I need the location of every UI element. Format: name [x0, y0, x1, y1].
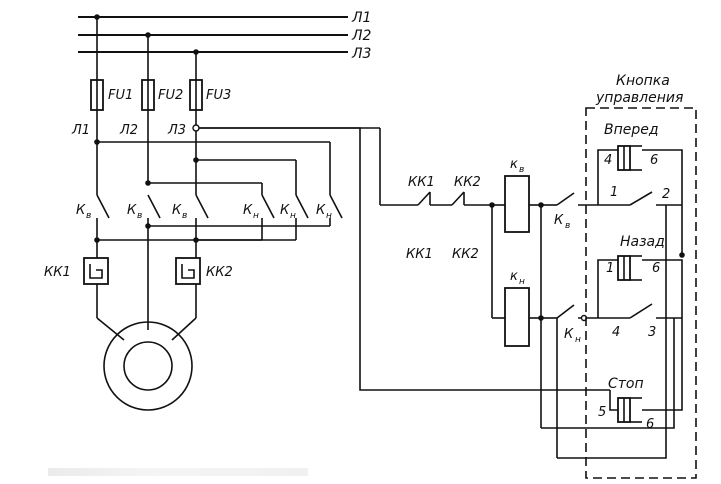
motor-outer [103, 321, 193, 411]
hold-label-kn: К [564, 327, 574, 342]
phase-label-l3: Л3 [167, 123, 186, 138]
line-label-l3: Л3 [351, 46, 371, 62]
line-label-l2: Л2 [351, 28, 372, 44]
hold-label-kv: К [554, 213, 564, 228]
button-panel-frame [585, 107, 697, 479]
button-label-back: Назад [620, 234, 665, 250]
contact-label-kn-3: К [316, 203, 326, 218]
contact-label-kn-1: К [243, 203, 253, 218]
thermal-relays: КК1 КК2 [44, 240, 233, 318]
hold-sub-kv: в [565, 221, 570, 231]
back-pin-1: 1 [606, 261, 614, 276]
forward-pin-4: 4 [604, 153, 612, 168]
control-label-kk2: КК2 [454, 175, 481, 190]
stop-pin-5: 5 [598, 405, 606, 420]
phase-label-l1: Л1 [71, 123, 90, 138]
phase-label-l2: Л2 [119, 123, 138, 138]
fuse-label-fu1: FU1 [108, 88, 133, 103]
contact-sub-kn-1: н [253, 211, 259, 221]
coil-label-kv: к [510, 157, 518, 172]
contact-sub-kv-1: в [86, 211, 91, 221]
button-label-stop: Стоп [608, 376, 644, 392]
coil-sub-kv: в [519, 165, 524, 175]
reverse-crossbars [94, 139, 331, 195]
button-label-forward: Вперед [604, 122, 659, 138]
reverse-output-wiring [94, 223, 330, 243]
forward-pin-6: 6 [650, 153, 658, 168]
contact-sub-kv-2: в [137, 211, 142, 221]
fuses: FU1 FU2 FU3 Л1 Л2 Л3 [71, 17, 231, 183]
contact-sub-kn-3: н [326, 211, 332, 221]
power-contacts: К в К в К в К н К н К н [76, 194, 343, 240]
panel-title-line2: управления [595, 90, 683, 106]
button-panel: Кнопка управления Вперед 4 6 1 2 Назад 1… [541, 73, 697, 479]
forward-pin-2: 2 [662, 187, 670, 202]
back-pin-6: 6 [652, 261, 660, 276]
panel-title-line1: Кнопка [616, 73, 670, 89]
motor-inner [123, 341, 173, 391]
control-label-kk1: КК1 [408, 175, 435, 190]
contact-sub-kn-2: н [290, 211, 296, 221]
caption-smudge [48, 468, 308, 476]
control-label-kk2-b: КК2 [452, 247, 479, 262]
fuse-label-fu2: FU2 [158, 88, 183, 103]
contact-label-kn-2: К [280, 203, 290, 218]
stop-pin-6: 6 [646, 417, 654, 432]
hold-sub-kn: н [575, 335, 581, 345]
forward-pin-1: 1 [610, 185, 618, 200]
line-label-l1: Л1 [351, 10, 371, 26]
coil-label-kn: к [510, 269, 518, 284]
motor [96, 317, 197, 411]
contact-label-kv-3: К [172, 203, 182, 218]
supply-lines: Л1 Л2 Л3 [78, 10, 372, 62]
control-circuit: КК1 КК2 КК1 КК2 к в к н К в К н [199, 127, 610, 458]
coil-sub-kn: н [519, 277, 525, 287]
contact-sub-kv-3: в [182, 211, 187, 221]
thermal-label-kk2: КК2 [206, 265, 233, 280]
contact-label-kv-1: К [76, 203, 86, 218]
fuse-label-fu3: FU3 [206, 88, 231, 103]
thermal-label-kk1: КК1 [44, 265, 71, 280]
coil-kn [504, 287, 530, 347]
back-pin-3: 3 [648, 325, 656, 340]
control-label-kk1-b: КК1 [406, 247, 433, 262]
back-pin-4: 4 [612, 325, 620, 340]
contact-label-kv-2: К [127, 203, 137, 218]
coil-kv [504, 175, 530, 233]
